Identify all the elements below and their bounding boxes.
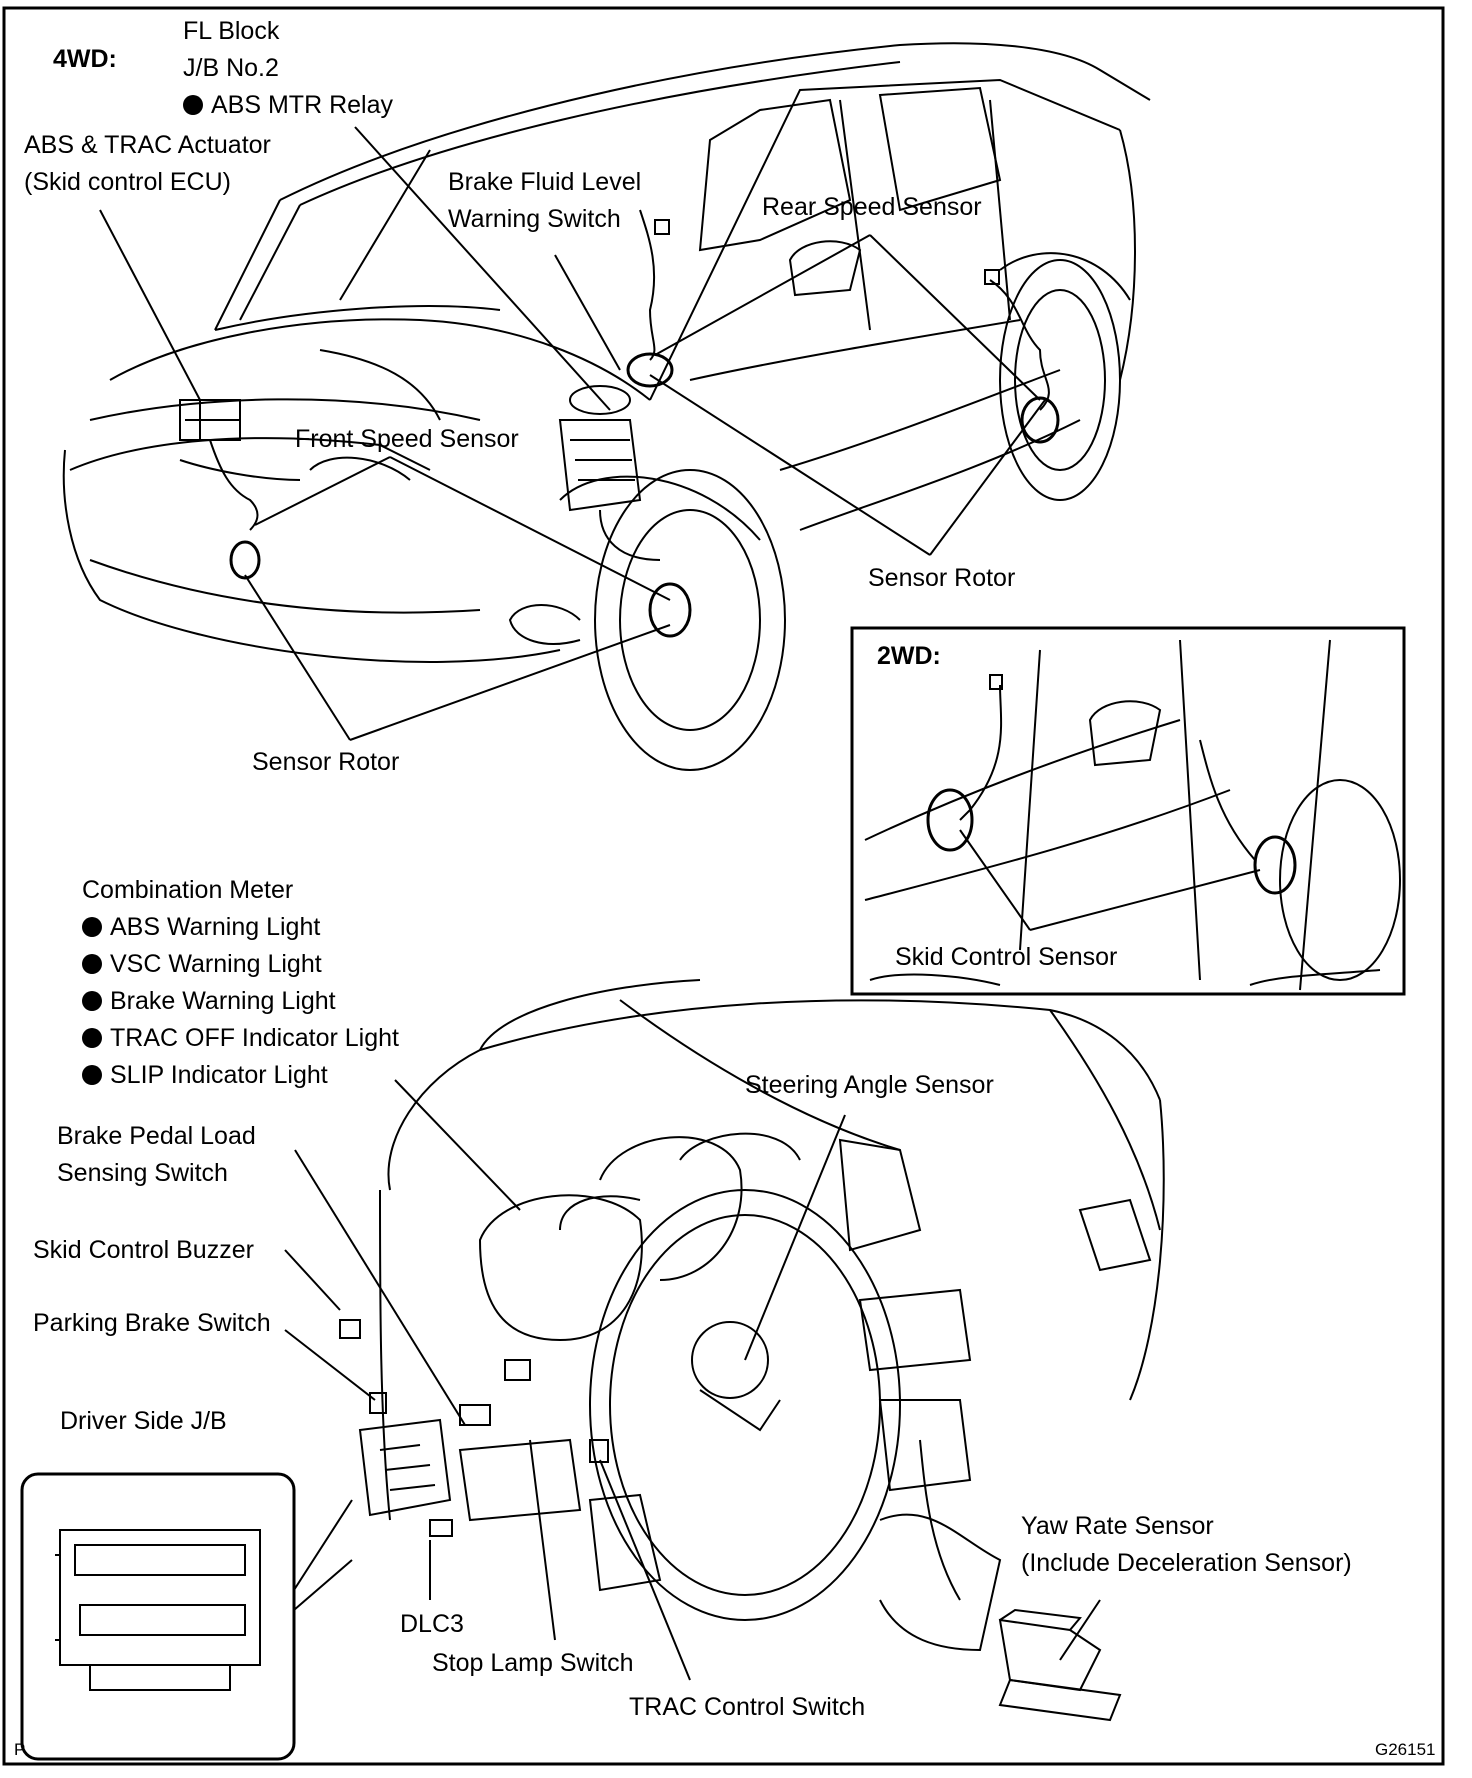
bullet-dot xyxy=(82,917,102,937)
fl-block-title-line1: FL Block xyxy=(183,17,280,45)
dlc3-label: DLC3 xyxy=(400,1610,464,1638)
drive-4wd-label: 4WD: xyxy=(53,45,117,73)
driver-side-jb-detail xyxy=(20,1472,353,1761)
yaw-rate-sensor-label-line1: Yaw Rate Sensor xyxy=(1021,1512,1214,1540)
leader-lines-upper xyxy=(99,126,1046,741)
bullet-dot xyxy=(82,1028,102,1048)
bullet-dot xyxy=(183,95,203,115)
brake-fluid-label-line1: Brake Fluid Level xyxy=(448,168,642,196)
rear-speed-sensor-label: Rear Speed Sensor xyxy=(762,193,982,221)
stop-lamp-switch-label: Stop Lamp Switch xyxy=(432,1649,634,1677)
combination-meter-items: ABS Warning Light VSC Warning Light Brak… xyxy=(82,909,399,1094)
driver-side-jb-label: Driver Side J/B xyxy=(60,1407,227,1435)
car-exterior-drawing xyxy=(62,42,1151,771)
outer-frame xyxy=(2,6,1445,1766)
bullet-dot xyxy=(82,991,102,1011)
brake-pedal-label-line1: Brake Pedal Load xyxy=(57,1122,256,1150)
small-parts-lower xyxy=(339,1319,491,1426)
combination-meter-item: VSC Warning Light xyxy=(82,946,399,983)
brake-fluid-label-line2: Warning Switch xyxy=(448,205,621,233)
actuator-label-line1: ABS & TRAC Actuator xyxy=(24,131,271,159)
fl-block-items: ABS MTR Relay xyxy=(183,87,393,124)
skid-control-buzzer-label: Skid Control Buzzer xyxy=(33,1236,254,1264)
trac-control-switch-label: TRAC Control Switch xyxy=(629,1693,866,1721)
interior-drawing xyxy=(358,979,1165,1652)
sensor-rotor-rear-label: Sensor Rotor xyxy=(868,564,1016,592)
bullet-dot xyxy=(82,954,102,974)
skid-control-sensor-label: Skid Control Sensor xyxy=(895,943,1118,971)
combination-meter-item: TRAC OFF Indicator Light xyxy=(82,1020,399,1057)
bullet-dot xyxy=(82,1065,102,1085)
front-speed-sensor-label: Front Speed Sensor xyxy=(295,425,519,453)
fl-block-title-line2: J/B No.2 xyxy=(183,54,279,82)
combination-meter-item: ABS Warning Light xyxy=(82,909,399,946)
yaw-rate-sensor-label-line2: (Include Deceleration Sensor) xyxy=(1021,1549,1352,1577)
yaw-rate-sensor-drawing xyxy=(998,1608,1122,1722)
corner-mark: P xyxy=(14,1740,26,1759)
combination-meter-item: SLIP Indicator Light xyxy=(82,1057,399,1094)
component-drawings-upper xyxy=(179,209,1060,638)
fl-block-item: ABS MTR Relay xyxy=(183,87,393,124)
drive-2wd-label: 2WD: xyxy=(877,642,941,670)
combination-meter-item: Brake Warning Light xyxy=(82,983,399,1020)
brake-pedal-label-line2: Sensing Switch xyxy=(57,1159,228,1187)
steering-angle-sensor-label: Steering Angle Sensor xyxy=(745,1071,994,1099)
inset-2wd-frame xyxy=(850,626,1406,996)
leader-lines-lower xyxy=(284,1079,1101,1681)
inset-2wd xyxy=(850,626,1406,996)
figure-code: G26151 xyxy=(1375,1740,1436,1759)
parking-brake-switch-label: Parking Brake Switch xyxy=(33,1309,271,1337)
combination-meter-title: Combination Meter xyxy=(82,876,294,904)
sensor-rotor-front-label: Sensor Rotor xyxy=(252,748,400,776)
actuator-label-line2: (Skid control ECU) xyxy=(24,168,231,196)
